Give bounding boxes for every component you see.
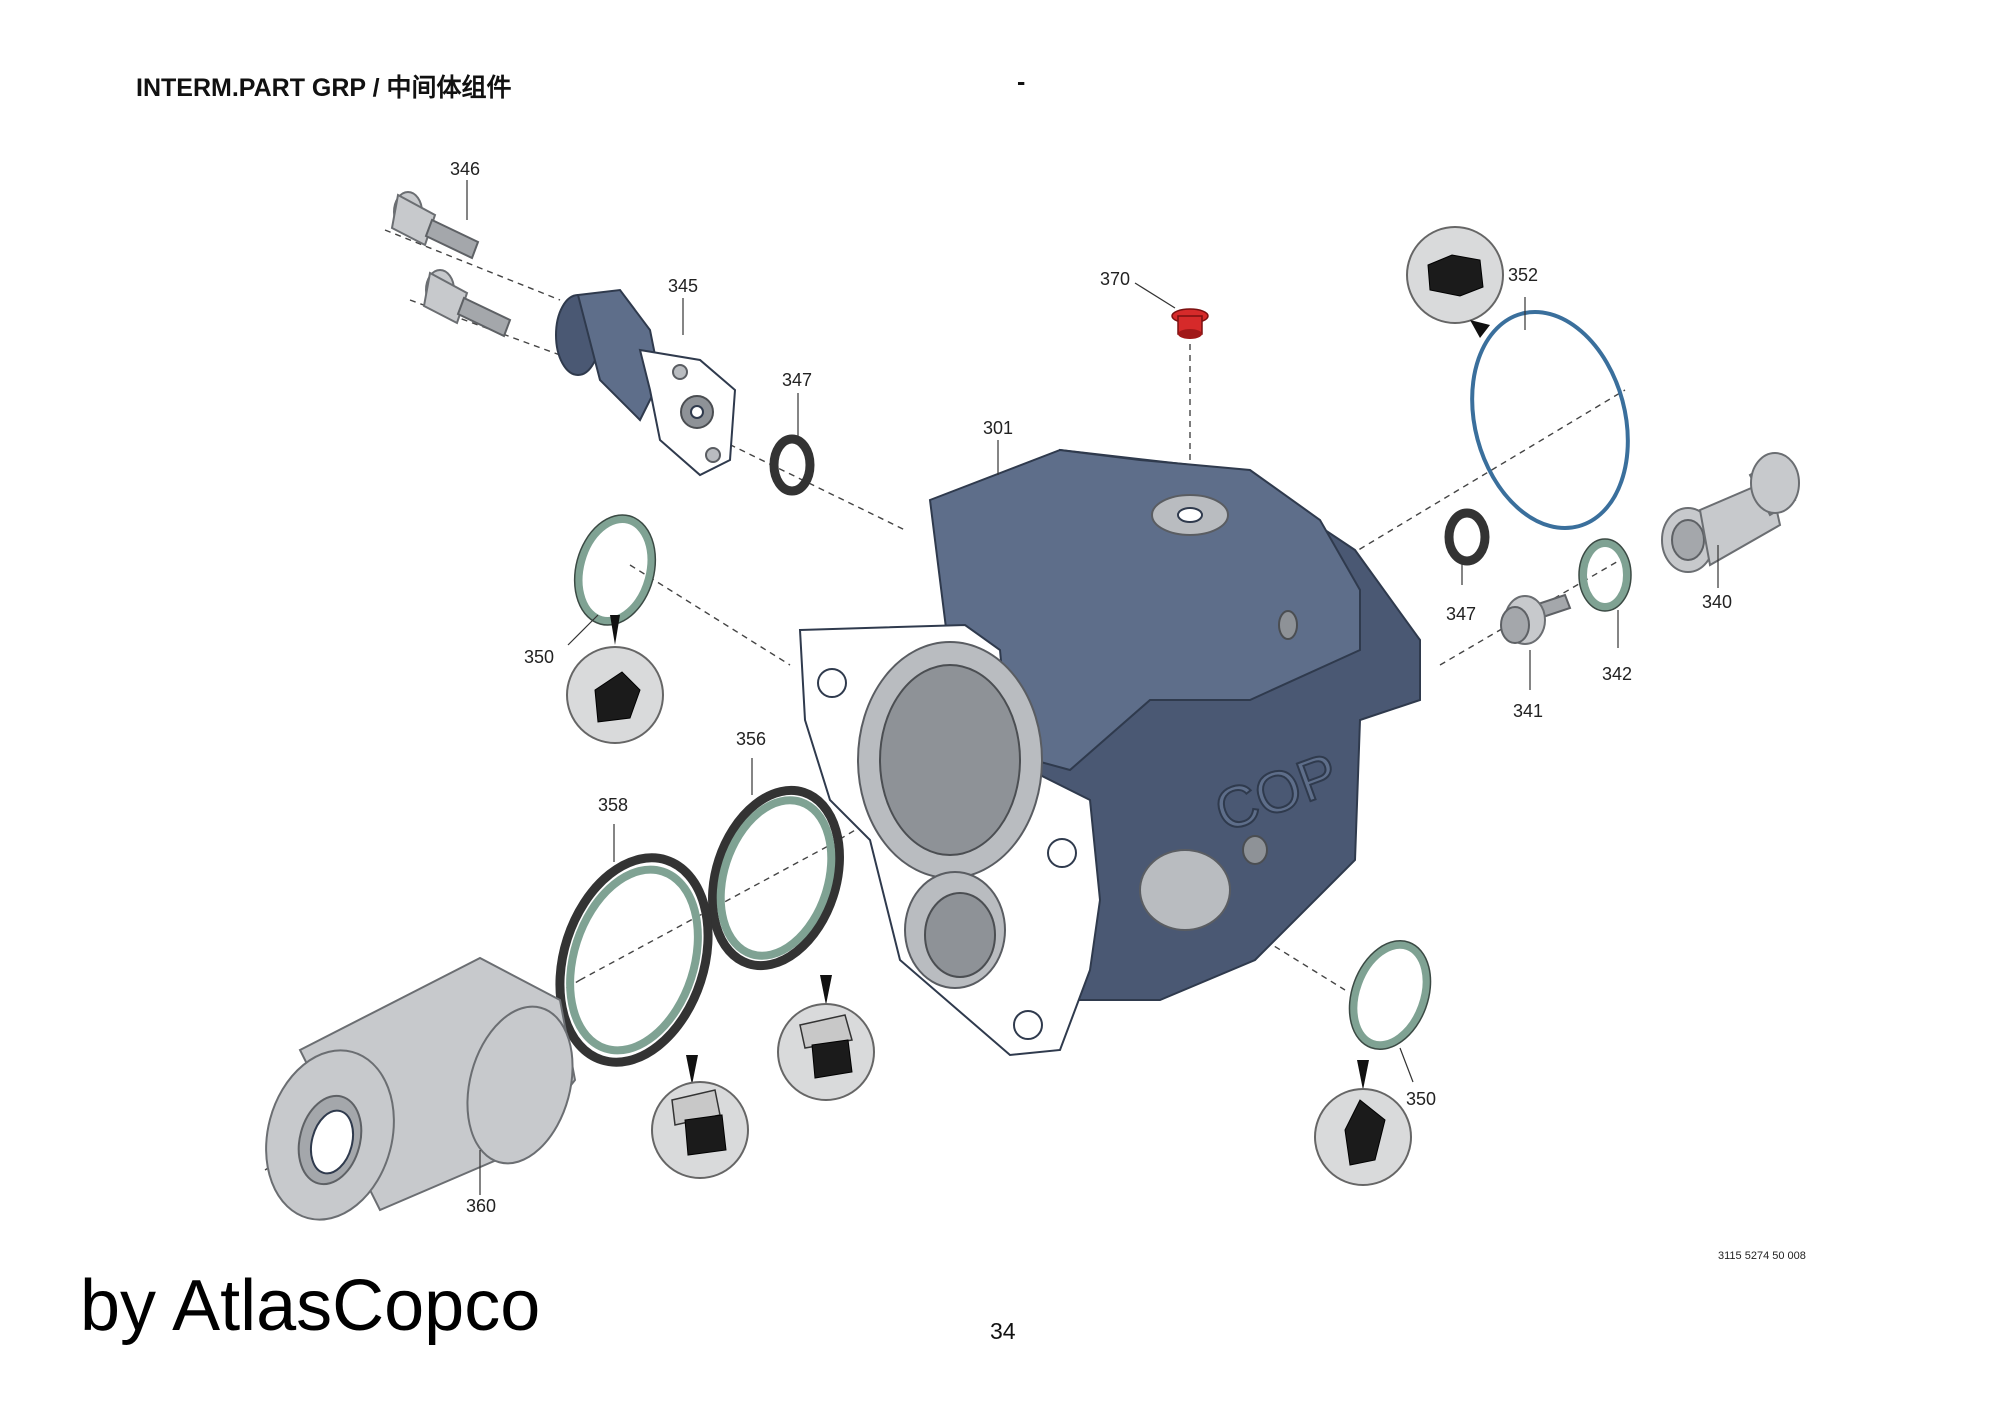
ring-358 xyxy=(555,853,713,1067)
detail-circle-356 xyxy=(777,975,875,1101)
callout-350-right: 350 xyxy=(1406,1089,1436,1109)
page-number: 34 xyxy=(990,1318,1016,1344)
detail-circle-350-left xyxy=(566,615,664,744)
page-title: INTERM.PART GRP / 中间体组件 xyxy=(136,74,512,102)
callout-346: 346 xyxy=(450,159,480,179)
intermediate-body-301: COP xyxy=(798,448,1421,1057)
callout-347-upper: 347 xyxy=(782,370,812,390)
callout-345: 345 xyxy=(668,276,698,296)
o-ring-347-upper xyxy=(769,434,815,496)
callout-352: 352 xyxy=(1508,265,1538,285)
callout-342: 342 xyxy=(1602,664,1632,684)
bolt-346-lower xyxy=(422,269,512,338)
bolt-346-upper xyxy=(390,191,480,260)
valve-341 xyxy=(1500,593,1572,645)
callout-340: 340 xyxy=(1702,592,1732,612)
o-ring-352 xyxy=(1470,309,1630,531)
detail-circle-358 xyxy=(651,1055,749,1179)
callout-360: 360 xyxy=(466,1196,496,1216)
callout-358: 358 xyxy=(598,795,628,815)
o-ring-350-right xyxy=(1348,940,1432,1050)
o-ring-342 xyxy=(1578,538,1632,612)
callout-numbers: 346 345 347 301 370 352 347 341 342 340 … xyxy=(450,159,1732,1216)
adapter-345 xyxy=(555,288,737,477)
o-ring-350-left xyxy=(573,514,657,626)
callout-301: 301 xyxy=(983,418,1013,438)
footer-brand: by AtlasCopco xyxy=(80,1266,541,1346)
bushing-360 xyxy=(265,956,577,1221)
detail-circle-350-right xyxy=(1314,1060,1412,1186)
valve-assembly-340 xyxy=(1661,452,1800,573)
callout-350-left: 350 xyxy=(524,647,554,667)
o-ring-347-lower xyxy=(1444,508,1490,566)
callout-356: 356 xyxy=(736,729,766,749)
leader-lines xyxy=(466,180,1719,1195)
detail-circle-352 xyxy=(1406,226,1504,338)
header-dash: - xyxy=(1017,68,1026,96)
callout-370: 370 xyxy=(1100,269,1130,289)
callout-347-lower: 347 xyxy=(1446,604,1476,624)
plug-370 xyxy=(1171,308,1209,339)
drawing-number: 3115 5274 50 008 xyxy=(1718,1250,1806,1262)
callout-341: 341 xyxy=(1513,701,1543,721)
ring-356 xyxy=(708,785,844,971)
